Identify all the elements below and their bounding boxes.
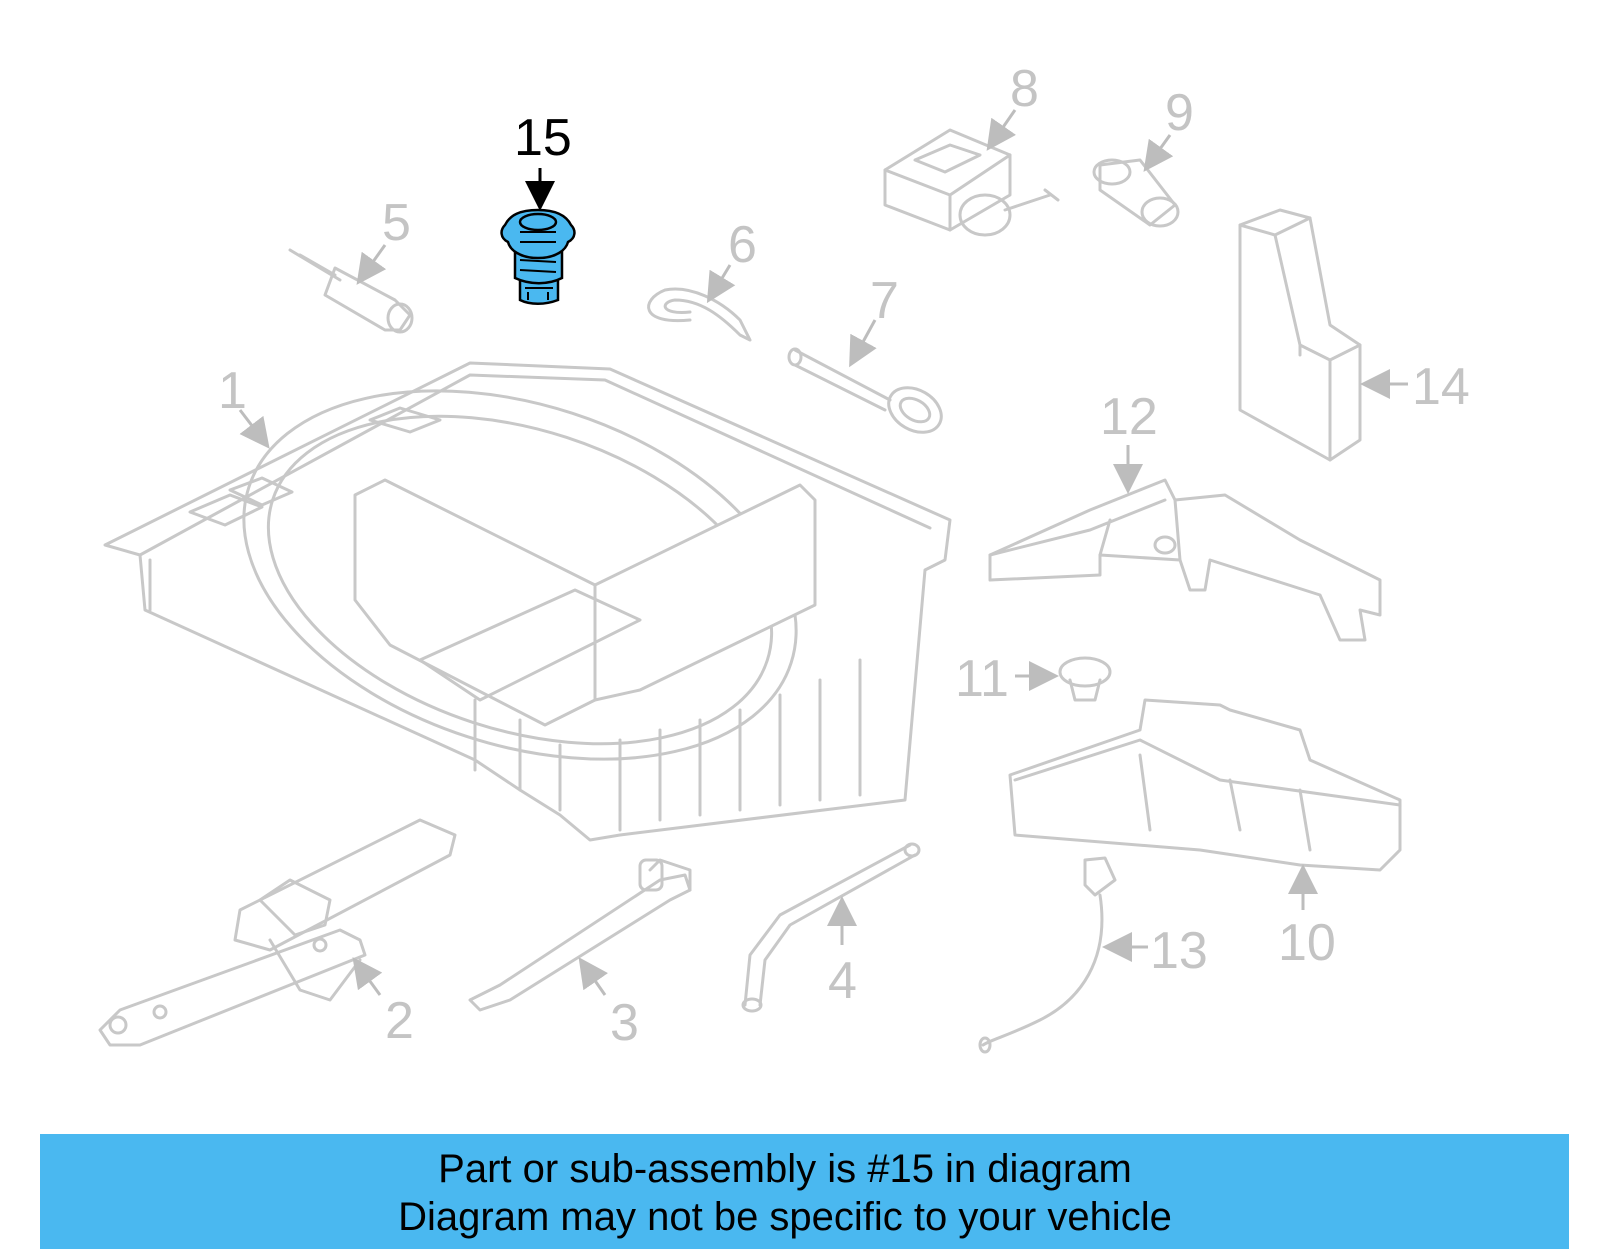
callout-4: 4 — [828, 952, 857, 1010]
callout-15: 15 — [514, 109, 572, 167]
part-12-tray — [988, 478, 1382, 642]
callout-12: 12 — [1100, 388, 1158, 446]
parts-diagram: 1 2 3 4 5 6 7 8 9 10 11 12 13 14 15 — [98, 60, 1470, 1054]
info-banner: Part or sub-assembly is #15 in diagram D… — [40, 1134, 1569, 1249]
banner-part-note: Part or sub-assembly is #15 in diagram — [438, 1147, 1132, 1191]
part-2-jack — [98, 818, 457, 1047]
part-15-highlighted-knob[interactable] — [500, 208, 576, 305]
callout-5: 5 — [382, 194, 411, 252]
callout-6: 6 — [728, 216, 757, 274]
part-4-extension-rod — [741, 842, 921, 1013]
callout-3: 3 — [610, 994, 639, 1052]
callout-labels: 1 2 3 4 5 6 7 8 9 10 11 12 13 14 15 — [218, 60, 1470, 1052]
callout-8: 8 — [1010, 60, 1039, 118]
callout-11: 11 — [955, 650, 1009, 708]
callout-10: 10 — [1278, 914, 1336, 972]
callout-13: 13 — [1150, 922, 1208, 980]
part-10-tray — [1008, 698, 1402, 872]
callout-14: 14 — [1412, 358, 1470, 416]
banner-disclaimer: Diagram may not be specific to your vehi… — [398, 1195, 1172, 1239]
part-13-cable — [978, 856, 1117, 1054]
leader-lines — [238, 109, 1408, 996]
part-6-hook — [647, 287, 752, 342]
part-1-trunk-floor — [103, 361, 952, 842]
part-9-cylinder — [1092, 158, 1180, 228]
callout-1: 1 — [218, 362, 247, 420]
part-7-tow-eye — [787, 347, 943, 434]
part-3-wrench — [468, 858, 692, 1012]
part-14-foam-block — [1238, 208, 1362, 462]
callout-9: 9 — [1165, 84, 1194, 142]
part-5-screwdriver — [288, 248, 414, 334]
part-11-clip — [1058, 656, 1112, 702]
callout-2: 2 — [385, 992, 414, 1050]
callout-7: 7 — [870, 272, 899, 330]
part-8-compressor — [883, 128, 1060, 237]
